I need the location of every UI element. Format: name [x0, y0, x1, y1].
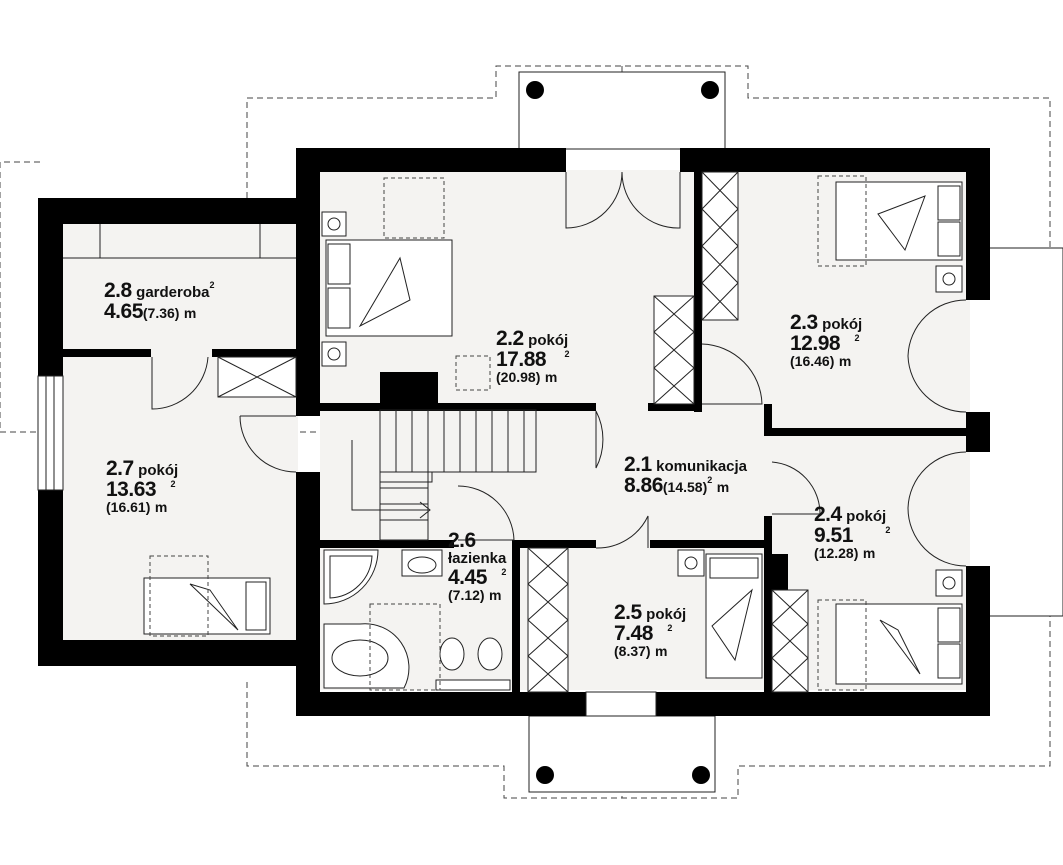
room-area-exponent: 2: [707, 475, 713, 485]
room-area-exponent: 2: [564, 349, 570, 359]
room-number: 2.1: [624, 453, 652, 476]
room-area-unit: m: [838, 353, 852, 369]
room-area-exponent: 2: [667, 623, 673, 633]
room-label-2-2: 2.2 pokój 17.88 2 (20.98) m: [496, 328, 570, 386]
room-name: łazienka: [448, 550, 507, 567]
bathroom-fixtures: [323, 549, 511, 691]
room-number: 2.6: [448, 529, 476, 552]
room-name: pokój: [822, 316, 863, 333]
bed-outlines-dashed: [149, 175, 867, 691]
room-number: 2.2: [496, 327, 524, 350]
room-area-total: (7.12): [448, 587, 485, 603]
room-area: 9.51: [814, 524, 853, 547]
room-number: 2.4: [814, 503, 842, 526]
room-area-total: (8.37): [614, 643, 651, 659]
garderoba-shelves: [63, 224, 296, 259]
room-area-exponent: 2: [170, 479, 176, 489]
room-label-2-6: 2.6 łazienka 4.45 2 (7.12) m: [448, 530, 506, 604]
room-number: 2.3: [790, 311, 818, 334]
room-area-unit: m: [183, 305, 197, 321]
room-area-total: (14.58): [662, 479, 708, 495]
room-number: 2.7: [106, 457, 134, 480]
room-area-unit: m: [489, 587, 502, 603]
room-number: 2.8: [104, 279, 132, 302]
walls: [38, 148, 990, 716]
room-area: 4.65: [104, 300, 143, 323]
room-label-2-1: 2.1 komunikacja 8.86(14.58)2 m: [624, 454, 747, 496]
room-area: 12.98: [790, 332, 841, 355]
room-area: 4.45: [448, 566, 487, 589]
doors: [151, 171, 967, 717]
room-area: 17.88: [496, 348, 547, 371]
room-area-total: (12.28): [814, 545, 859, 561]
room-area-total: (7.36): [142, 305, 180, 321]
staircase: [351, 409, 537, 541]
room-area-unit: m: [716, 479, 730, 495]
room-area-exponent: 2: [885, 525, 891, 535]
room-name: pokój: [846, 508, 887, 525]
room-label-2-7: 2.7 pokój 13.63 2 (16.61) m: [106, 458, 178, 516]
room-label-2-3: 2.3 pokój 12.98 2 (16.46) m: [790, 312, 862, 370]
room-area-exponent: 2: [854, 333, 860, 343]
porch-columns: [526, 81, 719, 784]
room-area-unit: m: [655, 643, 668, 659]
room-label-2-4: 2.4 pokój 9.51 2 (12.28) m: [814, 504, 890, 562]
nightstands: [321, 211, 963, 597]
room-area-total: (20.98): [496, 369, 541, 385]
room-number: 2.5: [614, 601, 642, 624]
room-name: pokój: [138, 462, 179, 479]
room-area-exponent: 2: [501, 567, 507, 577]
room-name: komunikacja: [656, 458, 748, 475]
porch-outline: [518, 71, 1063, 793]
bath-zone-dashed: [369, 603, 441, 691]
wardrobes: [217, 171, 809, 693]
room-area-unit: m: [862, 545, 876, 561]
room-area-unit: m: [154, 499, 168, 515]
room-area-total: (16.46): [790, 353, 835, 369]
room-name: garderoba: [136, 284, 210, 301]
room-name: pokój: [528, 332, 569, 349]
room-label-2-5: 2.5 pokój 7.48 2 (8.37) m: [614, 602, 686, 660]
room-area-unit: m: [544, 369, 558, 385]
room-area: 13.63: [106, 478, 157, 501]
room-area-exponent: 2: [209, 280, 215, 290]
room-area: 7.48: [614, 622, 653, 645]
window-left: [37, 375, 64, 491]
room-name: pokój: [646, 606, 687, 623]
room-area-total: (16.61): [106, 499, 151, 515]
room-area: 8.86: [624, 474, 663, 497]
beds: [143, 181, 963, 685]
room-label-2-8: 2.8 garderoba2 4.65(7.36) m: [104, 280, 215, 322]
